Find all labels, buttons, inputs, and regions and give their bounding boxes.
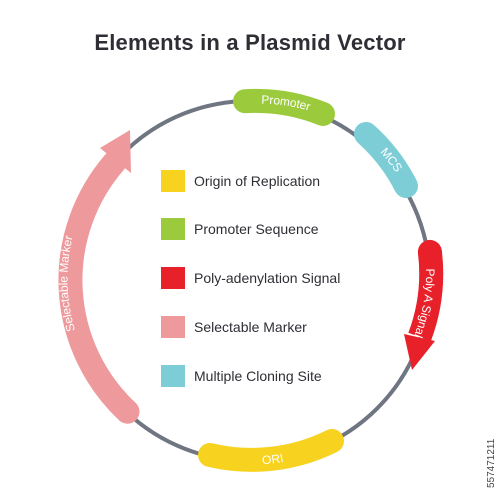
mcs-segment: [354, 122, 418, 198]
polya-signal-arrowhead: [404, 334, 435, 370]
legend-item-promoter-sequence: Promoter Sequence: [161, 218, 319, 240]
stock-id-vertical: 557471211: [486, 438, 497, 488]
legend-item-selectable-marker: Selectable Marker: [161, 316, 307, 338]
legend-label-polya: Poly-adenylation Signal: [194, 270, 340, 286]
legend-swatch-polya: [161, 267, 185, 289]
legend-label-promoter: Promoter Sequence: [194, 221, 319, 237]
legend-swatch-ori: [161, 170, 185, 192]
selectable-marker-arrowhead: [100, 130, 131, 173]
legend-item-polyadenylation-signal: Poly-adenylation Signal: [161, 267, 340, 289]
polya-signal-cap: [417, 239, 442, 264]
legend-swatch-mcs: [161, 365, 185, 387]
ori-segment: [198, 429, 344, 472]
diagram-title: Elements in a Plasmid Vector: [94, 30, 406, 55]
legend-swatch-selectable: [161, 316, 185, 338]
ori-label: ORI: [262, 451, 285, 467]
legend-label-mcs: Multiple Cloning Site: [194, 368, 322, 384]
selectable-marker-arc: [58, 150, 140, 424]
legend-label-ori: Origin of Replication: [194, 173, 320, 189]
legend-label-selectable: Selectable Marker: [194, 319, 307, 335]
legend: Origin of Replication Promoter Sequence …: [161, 170, 340, 387]
legend-swatch-promoter: [161, 218, 185, 240]
stock-id-text: 557471211: [486, 438, 497, 488]
promoter-segment: [233, 88, 335, 126]
legend-item-origin-of-replication: Origin of Replication: [161, 170, 320, 192]
legend-item-multiple-cloning-site: Multiple Cloning Site: [161, 365, 322, 387]
